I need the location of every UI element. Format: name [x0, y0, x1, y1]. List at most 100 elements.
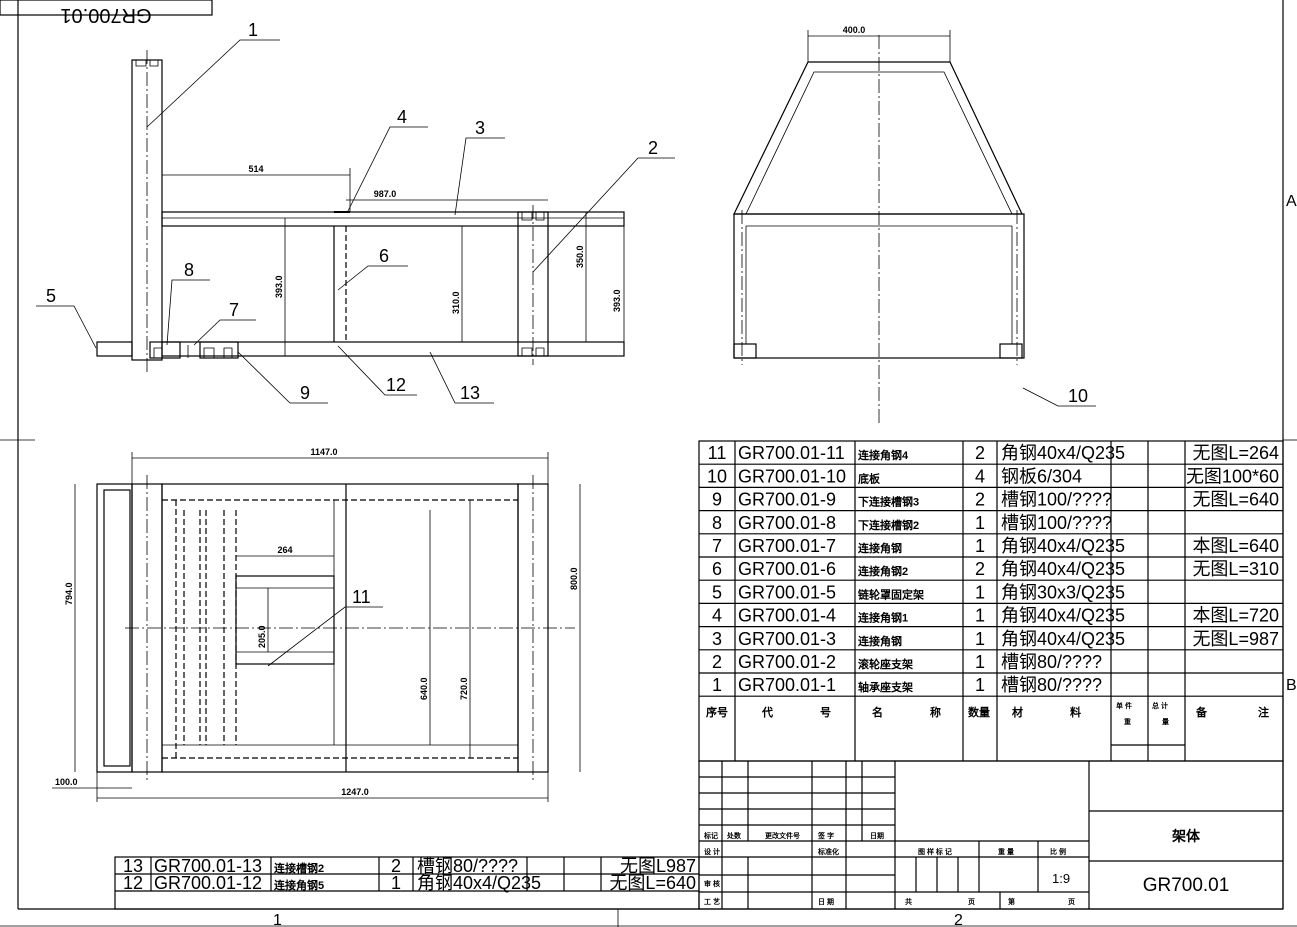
tb-scale: 1:9	[1052, 871, 1070, 886]
dim-350: 350.0	[575, 245, 585, 268]
bom-material: 角钢40x4/Q235	[1001, 606, 1125, 626]
bom-qty: 4	[975, 466, 985, 486]
bom-no: 3	[712, 629, 722, 649]
tb-sign: 签 字	[817, 831, 834, 840]
bom-qty: 1	[975, 606, 985, 626]
bottom-bom-name: 连接槽钢2	[274, 861, 324, 875]
balloon-2: 2	[648, 138, 658, 158]
bom-note: 无图L=987	[1192, 629, 1279, 649]
dim-1147: 1147.0	[310, 447, 337, 457]
bom-no: 5	[712, 582, 722, 602]
bom-no: 10	[707, 466, 727, 486]
bom-qty: 1	[975, 536, 985, 556]
tb-date2: 日 期	[818, 897, 834, 906]
dim-264: 264	[277, 545, 292, 555]
bom-qty: 2	[975, 559, 985, 579]
bom-header-no: 序号	[706, 705, 728, 719]
dim-514: 514	[248, 164, 263, 174]
bom-no: 8	[712, 513, 722, 533]
bom-code: GR700.01-2	[738, 652, 836, 672]
bom-material: 角钢40x4/Q235	[1001, 443, 1125, 463]
bom-name: 下连接槽钢3	[858, 495, 919, 509]
balloon-10: 10	[1068, 386, 1088, 406]
bom-header-mat-a: 材	[1012, 705, 1023, 719]
bom-no: 7	[712, 536, 722, 556]
tb-page2: 页	[1068, 898, 1075, 906]
bom-code: GR700.01-7	[738, 536, 836, 556]
bom-note: 无图100*60	[1186, 466, 1279, 486]
dim-100: 100.0	[55, 777, 78, 787]
bom-header-weight-a: 重	[1124, 717, 1131, 726]
balloon-5: 5	[46, 286, 56, 306]
bom-qty: 1	[975, 629, 985, 649]
bom-name: 底板	[858, 471, 881, 485]
bom-material: 角钢40x4/Q235	[1001, 559, 1125, 579]
front-view	[96, 50, 625, 372]
bom-code: GR700.01-1	[738, 675, 836, 695]
bom-no: 1	[712, 675, 722, 695]
title-block-text: 标记 处数 更改文件号 签 字 日期 设 计 标准化 审 核 工 艺 日 期 图…	[703, 828, 1229, 906]
dim-310: 310.0	[451, 291, 461, 314]
tb-sheet: 第	[1008, 897, 1015, 906]
leader-lines	[36, 39, 1096, 667]
bom-code: GR700.01-11	[738, 443, 845, 463]
dim-1247: 1247.0	[341, 787, 369, 797]
tb-std: 标准化	[817, 847, 839, 856]
balloon-3: 3	[475, 118, 485, 138]
balloon-6: 6	[379, 246, 389, 266]
bom-name: 下连接槽钢2	[858, 518, 919, 532]
tb-total: 共	[905, 897, 912, 906]
bom-header-name-a: 名	[872, 705, 883, 719]
bom-code: GR700.01-3	[738, 629, 836, 649]
bottom-bom-note: 无图L=640	[609, 873, 696, 893]
bom-name: 连接角钢1	[858, 611, 908, 625]
bom-code: GR700.01-10	[738, 466, 846, 486]
balloon-9: 9	[300, 383, 310, 403]
bom-header-note-a: 备	[1195, 705, 1208, 719]
balloon-labels: 1 2 3 4 5 6 7 8 9 10 11 12 13	[46, 20, 1088, 607]
dim-987: 987.0	[374, 189, 397, 199]
bom-qty: 1	[975, 675, 985, 695]
bottom-bom-name: 连接角钢5	[274, 878, 324, 892]
bom-header-code-b: 号	[820, 706, 831, 719]
bottom-bom-qty: 2	[391, 856, 401, 876]
tb-mark: 标记	[703, 831, 718, 840]
zone-a: A	[1286, 193, 1297, 210]
bom-material: 槽钢100/????	[1001, 513, 1112, 533]
bom-header-mat-b: 料	[1070, 705, 1081, 719]
bom-header-weight-b: 量	[1162, 717, 1169, 726]
balloon-4: 4	[397, 107, 407, 127]
top-stamp: GR700.01	[60, 4, 151, 26]
balloon-13: 13	[460, 383, 480, 403]
bom-name: 轴承座支架	[858, 680, 913, 694]
dim-393-b: 393.0	[612, 289, 622, 312]
bom-header-total: 总 计	[1152, 701, 1168, 710]
balloon-7: 7	[229, 300, 239, 320]
dim-720: 720.0	[459, 677, 469, 700]
col-1: 1	[273, 912, 282, 927]
bom-name: 连接角钢2	[858, 564, 908, 578]
bom-name: 连接角钢	[858, 541, 902, 555]
bom-header-name-b: 称	[930, 705, 941, 719]
title-block	[698, 760, 1284, 910]
tb-date: 日期	[870, 831, 884, 840]
bom-name: 链轮罩固定架	[858, 587, 924, 601]
bom-code: GR700.01-6	[738, 559, 836, 579]
bottom-bom-material: 槽钢80/????	[417, 856, 518, 876]
bom-code: GR700.01-8	[738, 513, 836, 533]
balloon-1: 1	[248, 20, 258, 40]
bom-name: 连接角钢4	[858, 448, 909, 462]
dim-640: 640.0	[419, 677, 429, 700]
bom-note: 无图L=310	[1192, 559, 1279, 579]
bom-qty: 1	[975, 582, 985, 602]
bom-header-note-b: 注	[1258, 705, 1269, 719]
tb-design: 设 计	[704, 847, 720, 856]
bom-note: 本图L=720	[1192, 606, 1279, 626]
bottom-bom-code: GR700.01-13	[154, 856, 262, 876]
bom-code: GR700.01-9	[738, 490, 836, 510]
bom-material: 角钢40x4/Q235	[1001, 536, 1125, 556]
bom-material: 槽钢80/????	[1001, 675, 1102, 695]
